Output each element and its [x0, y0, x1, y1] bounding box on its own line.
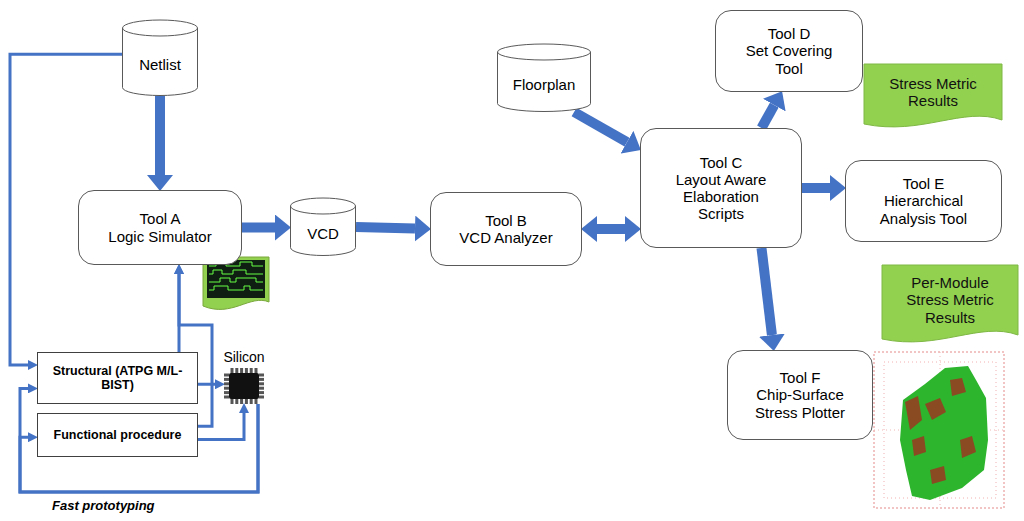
- cylinder-rim: [498, 52, 591, 60]
- document-shape: [864, 64, 1002, 127]
- flow-arrow: [762, 248, 772, 335]
- chip-pins: [224, 368, 264, 404]
- cylinder-body: [291, 198, 356, 256]
- feedback-line: [198, 413, 244, 439]
- database-cylinder: Netlist: [122, 20, 198, 96]
- tool-box: Tool BVCD Analyzer: [430, 192, 582, 266]
- flow-arrow: [155, 96, 165, 175]
- cylinder-rim: [123, 28, 198, 36]
- result-document: Per-Module Stress Metric Results: [882, 265, 1018, 347]
- node-subtitle: Layout Aware Elaboration Scripts: [661, 171, 781, 223]
- tool-box: Tool FChip-Surface Stress Plotter: [727, 350, 873, 440]
- node-title: Tool C: [700, 154, 743, 171]
- node-title: Tool D: [768, 25, 811, 42]
- node-title: Tool B: [485, 212, 527, 229]
- tool-box: Tool CLayout Aware Elaboration Scripts: [640, 128, 802, 248]
- database-cylinder: VCD: [290, 198, 356, 256]
- node-title: Structural (ATPG M/L-BIST): [44, 364, 191, 393]
- node-subtitle: Set Covering Tool: [742, 42, 836, 77]
- node-title: Netlist: [139, 56, 181, 73]
- node-subtitle: Chip-Surface Stress Plotter: [744, 386, 856, 421]
- node-subtitle: Hierarchical Analysis Tool: [868, 192, 979, 227]
- chip-outline: [224, 368, 264, 404]
- flow-arrow: [242, 223, 275, 233]
- node-title: Functional procedure: [54, 428, 182, 442]
- tool-box: Tool DSet Covering Tool: [715, 10, 863, 92]
- chip-body: [229, 373, 259, 399]
- node-subtitle: VCD Analyzer: [459, 229, 552, 246]
- cylinder-rim: [291, 206, 356, 214]
- node-title: Stress Metric Results: [874, 75, 992, 110]
- tool-box: Tool ALogic Simulator: [78, 190, 242, 265]
- chip-stress-map: [874, 352, 1004, 508]
- flow-arrow: [762, 105, 775, 128]
- node-title: Floorplan: [513, 76, 576, 93]
- database-cylinder: Floorplan: [497, 44, 591, 112]
- node-title: Tool E: [903, 175, 945, 192]
- document-shape: [882, 265, 1018, 342]
- feedback-line: [20, 404, 258, 492]
- annotation-label: Fast prototyping: [52, 498, 155, 513]
- test-procedure-box: Functional procedure: [37, 413, 198, 457]
- node-title: VCD: [307, 225, 339, 242]
- flow-arrow: [574, 112, 627, 142]
- node-subtitle: Logic Simulator: [108, 228, 211, 245]
- node-title: Tool A: [140, 210, 181, 227]
- chip-caption: Silicon: [223, 349, 264, 365]
- feedback-line: [198, 383, 215, 386]
- flow-arrow: [356, 227, 415, 229]
- cylinder-body: [498, 44, 591, 112]
- test-procedure-box: Structural (ATPG M/L-BIST): [37, 352, 198, 404]
- tool-box: Tool EHierarchical Analysis Tool: [845, 160, 1002, 242]
- flow-arrow: [802, 183, 830, 193]
- silicon-chip: Silicon: [224, 368, 264, 404]
- cylinder-body: [123, 20, 198, 96]
- result-document: Stress Metric Results: [864, 64, 1002, 132]
- node-title: Tool F: [780, 369, 821, 386]
- node-title: Per-Module Stress Metric Results: [894, 274, 1006, 326]
- flow-arrow: [597, 224, 625, 234]
